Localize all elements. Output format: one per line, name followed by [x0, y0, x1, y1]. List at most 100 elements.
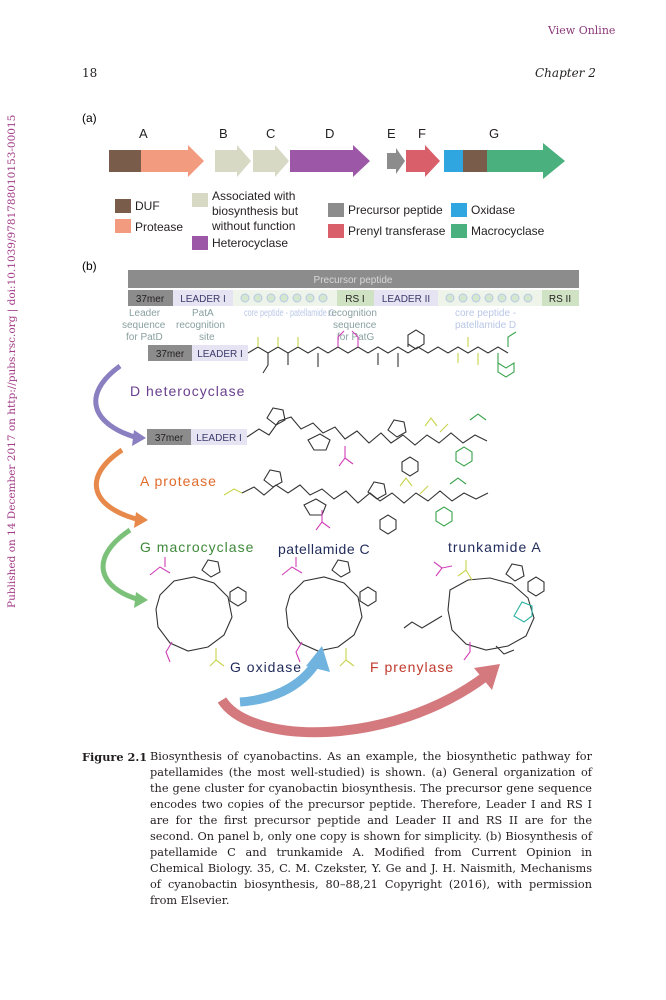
legend-swatch-precursor [328, 203, 344, 217]
row1-37mer-label: 37mer [156, 349, 185, 360]
label-d-heterocyclase: D heterocyclase [130, 383, 245, 399]
cleaved-peptide-structure [223, 469, 489, 535]
gene-f-arrow [406, 145, 440, 177]
label-g-oxidase: G oxidase [230, 659, 302, 675]
panel-a-label: (a) [82, 111, 97, 125]
gene-g-duf [463, 150, 487, 172]
segment-rs-1-label: RS I [345, 294, 364, 305]
legend-protease: Protease [135, 220, 183, 234]
legend-swatch-duf [115, 199, 131, 213]
row2-37mer [147, 429, 191, 445]
legend-heterocyclase: Heterocyclase [212, 236, 288, 250]
label-g-macrocyclase: G macrocyclase [140, 539, 254, 555]
gene-a-arrow [141, 145, 204, 177]
legend-swatch-prenyl [328, 224, 344, 238]
gene-cluster [109, 143, 565, 179]
arrowhead [306, 646, 330, 672]
gene-label: A [139, 126, 148, 141]
legend-swatch-assoc [192, 193, 208, 207]
legend-assoc-1: Associated with [212, 189, 295, 203]
ann-leader-2: sequence [122, 320, 166, 331]
arrowhead [474, 664, 500, 690]
residue-bead [445, 293, 455, 303]
arrowhead [134, 512, 148, 528]
ann-pata-2: recognition [176, 320, 225, 331]
gene-b-arrow [215, 145, 251, 177]
gene-label: F [418, 126, 426, 141]
precursor-segments: 37mer LEADER I RS I LEADER II RS II [128, 290, 579, 306]
row2-leader-label: LEADER I [196, 433, 242, 444]
gene-d-arrow [290, 145, 370, 177]
trunkamide-structure [403, 560, 545, 661]
gene-label: G [489, 126, 499, 141]
residue-bead [240, 293, 250, 303]
residue-bead [471, 293, 481, 303]
legend-assoc-2: biosynthesis but [212, 204, 299, 218]
legend-macrocyclase: Macrocyclase [471, 224, 545, 238]
linear-peptide-structure [247, 329, 517, 378]
row1-leader-label: LEADER I [197, 349, 243, 360]
ann-pata-3: site [199, 332, 215, 343]
gene-label: B [219, 126, 228, 141]
precursor-bar-label: Precursor peptide [314, 275, 393, 286]
residue-bead [523, 293, 533, 303]
legend-swatch-oxidase [451, 203, 467, 217]
legend-assoc-3: without function [211, 219, 295, 233]
gene-a-duf [109, 150, 141, 172]
ann-recog-3: for PatG [337, 332, 374, 343]
legend-swatch-protease [115, 219, 131, 233]
legend-swatch-heterocyclase [192, 236, 208, 250]
arrowhead [132, 430, 146, 446]
ann-pata-1: PatA [192, 308, 214, 319]
segment-37mer-label: 37mer [136, 294, 165, 305]
step-arrow-protease [93, 447, 141, 523]
gene-c-arrow [253, 145, 289, 177]
segment-rs-2 [542, 290, 579, 306]
residue-bead [497, 293, 507, 303]
row1-37mer [148, 345, 192, 361]
gene-e-arrow [387, 148, 405, 174]
legend-oxidase: Oxidase [471, 203, 515, 217]
label-patellamide-c: patellamide C [278, 541, 370, 557]
gene-label: C [266, 126, 275, 141]
label-f-prenylase: F prenylase [370, 659, 454, 675]
page-number: 18 [82, 66, 98, 80]
macrocycle-structure-2 [281, 557, 377, 667]
ann-recog-1: recognition [328, 308, 377, 319]
segment-rs-1 [337, 290, 374, 306]
gene-label: D [325, 126, 334, 141]
residue-bead [292, 293, 302, 303]
legend-duf: DUF [135, 199, 160, 213]
arrowhead [134, 592, 148, 608]
row2-37mer-label: 37mer [155, 433, 184, 444]
segment-37mer [128, 290, 173, 306]
residue-bead [484, 293, 494, 303]
segment-leader-1 [173, 290, 233, 306]
label-trunkamide-a: trunkamide A [448, 539, 542, 555]
legend-precursor: Precursor peptide [348, 203, 443, 217]
caption-text: Biosynthesis of cyanobactins. As an exam… [150, 750, 592, 907]
precursor-bar [128, 270, 579, 288]
step-arrow-oxidase [239, 657, 322, 707]
segment-leader-2 [374, 290, 438, 306]
gene-label: E [387, 126, 396, 141]
row2-leader [191, 429, 247, 445]
residue-bead [305, 293, 315, 303]
step-arrow-macrocyclase [100, 527, 141, 603]
legend: DUF Protease Associated with biosynthesi… [115, 189, 545, 250]
ann-core-2b: patellamide D [455, 320, 516, 331]
gene-g-oxidase [444, 150, 463, 172]
label-a-protease: A protease [140, 473, 217, 489]
heterocyclised-peptide-structure [246, 407, 488, 477]
segment-annotations: Leader sequence for PatD PatA recognitio… [122, 308, 516, 343]
figure: (a) A B C D E F G DUF Protease Associate… [82, 111, 579, 738]
view-online-link[interactable]: View Online [548, 24, 616, 37]
legend-prenyl: Prenyl transferase [348, 224, 446, 238]
ann-leader-3: for PatD [126, 332, 163, 343]
chapter-title: Chapter 2 [535, 66, 596, 80]
legend-swatch-macrocyclase [451, 224, 467, 238]
residue-bead [253, 293, 263, 303]
residue-bead [510, 293, 520, 303]
ann-core-2a: core peptide - [455, 308, 516, 319]
residue-bead [458, 293, 468, 303]
